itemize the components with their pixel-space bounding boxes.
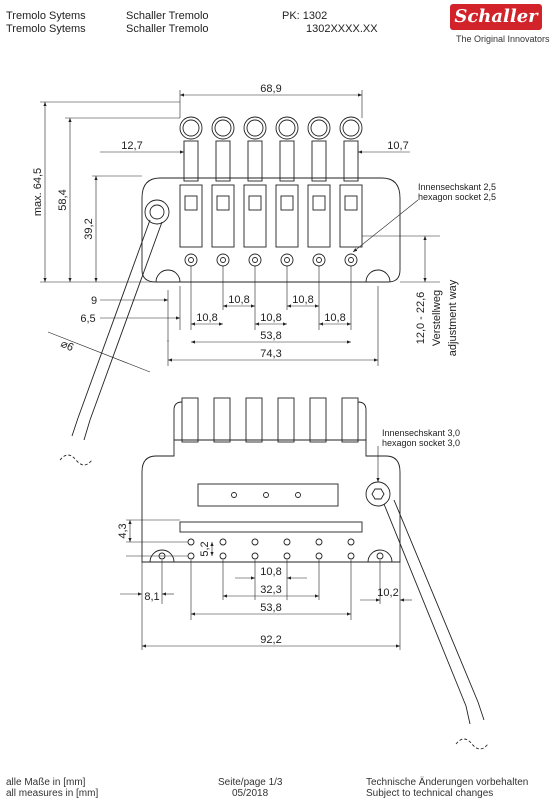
saddle-arms	[183, 140, 359, 182]
footer-changes-de: Technische Änderungen vorbehalten	[366, 777, 529, 788]
dim-6-5: 6,5	[80, 313, 95, 325]
header-system-1: Tremolo Sytems	[6, 10, 86, 22]
block-screws	[231, 492, 301, 498]
dim-5-2: 5,2	[199, 541, 211, 556]
footer-changes-en: Subject to technical changes	[366, 788, 494, 799]
dim-adjust-en: adjustment way	[447, 279, 459, 356]
stud-right	[367, 549, 393, 563]
footer-measures-en: all measures in [mm]	[6, 788, 99, 799]
header-product-1: Schaller Tremolo	[126, 10, 209, 22]
dim-58-4: 58,4	[57, 189, 69, 210]
knife-edge-right	[365, 269, 391, 283]
dim-10-7: 10,7	[387, 140, 408, 152]
article-number: 1302XXXX.XX	[306, 23, 378, 35]
bottom-tuners	[173, 397, 367, 443]
tremolo-arm-bottom	[383, 499, 489, 750]
dim-diameter-6: ⌀6	[59, 338, 76, 354]
header-system-2: Tremolo Sytems	[6, 23, 86, 35]
dim-10-8-bottom: 10,8	[260, 566, 281, 578]
header-product-2: Schaller Tremolo	[126, 23, 209, 35]
dim-10-8-e: 10,8	[324, 312, 345, 324]
dim-53-8-top: 53,8	[260, 330, 281, 342]
dim-10-2: 10,2	[377, 587, 398, 599]
tremolo-arm-top	[59, 219, 163, 466]
dim-10-8-a: 10,8	[228, 294, 249, 306]
dim-68-9: 68,9	[260, 83, 281, 95]
dim-12-7: 12,7	[121, 140, 142, 152]
saddle-screws	[184, 253, 358, 267]
dim-92-2: 92,2	[260, 634, 281, 646]
dim-4-3: 4,3	[117, 523, 129, 538]
footer-measures-de: alle Maße in [mm]	[6, 777, 86, 788]
schaller-logo: Schaller	[450, 4, 542, 30]
dim-8-1: 8,1	[144, 591, 159, 603]
dim-adjust-de: Verstellweg	[431, 290, 443, 346]
dim-39-2: 39,2	[83, 218, 95, 239]
footer-page: Seite/page 1/3	[218, 777, 283, 788]
dim-74-3: 74,3	[260, 348, 281, 360]
footer-date: 05/2018	[232, 788, 269, 799]
dim-10-8-c: 10,8	[196, 312, 217, 324]
base-plate-top	[141, 177, 401, 283]
part-number: PK: 1302	[282, 10, 328, 22]
dim-max-64-5: max. 64,5	[32, 168, 44, 216]
dim-53-8-bottom: 53,8	[260, 602, 281, 614]
hex-socket-3-0	[365, 481, 391, 507]
dim-10-8-b: 10,8	[292, 294, 313, 306]
dim-10-8-d: 10,8	[260, 312, 281, 324]
saddles	[179, 184, 363, 248]
fine-tuners	[179, 116, 363, 140]
logo-tagline: The Original Innovators	[456, 34, 550, 44]
dim-32-3: 32,3	[260, 584, 281, 596]
string-holes	[187, 538, 355, 560]
stud-left	[149, 549, 175, 563]
socket-label-de-top: Innensechskant 2,5	[418, 182, 496, 192]
dim-adjust-range: 12,0 - 22,6	[415, 292, 427, 345]
arm-mount-top	[144, 199, 170, 225]
sustain-block	[197, 483, 339, 507]
socket-label-de-bottom: Innensechskant 3,0	[382, 428, 460, 438]
base-plate-bottom	[141, 439, 401, 563]
socket-label-en-top: hexagon socket 2,5	[418, 192, 496, 202]
dim-9: 9	[91, 295, 97, 307]
knife-edge-left	[155, 269, 181, 283]
socket-label-en-bottom: hexagon socket 3,0	[382, 438, 460, 448]
